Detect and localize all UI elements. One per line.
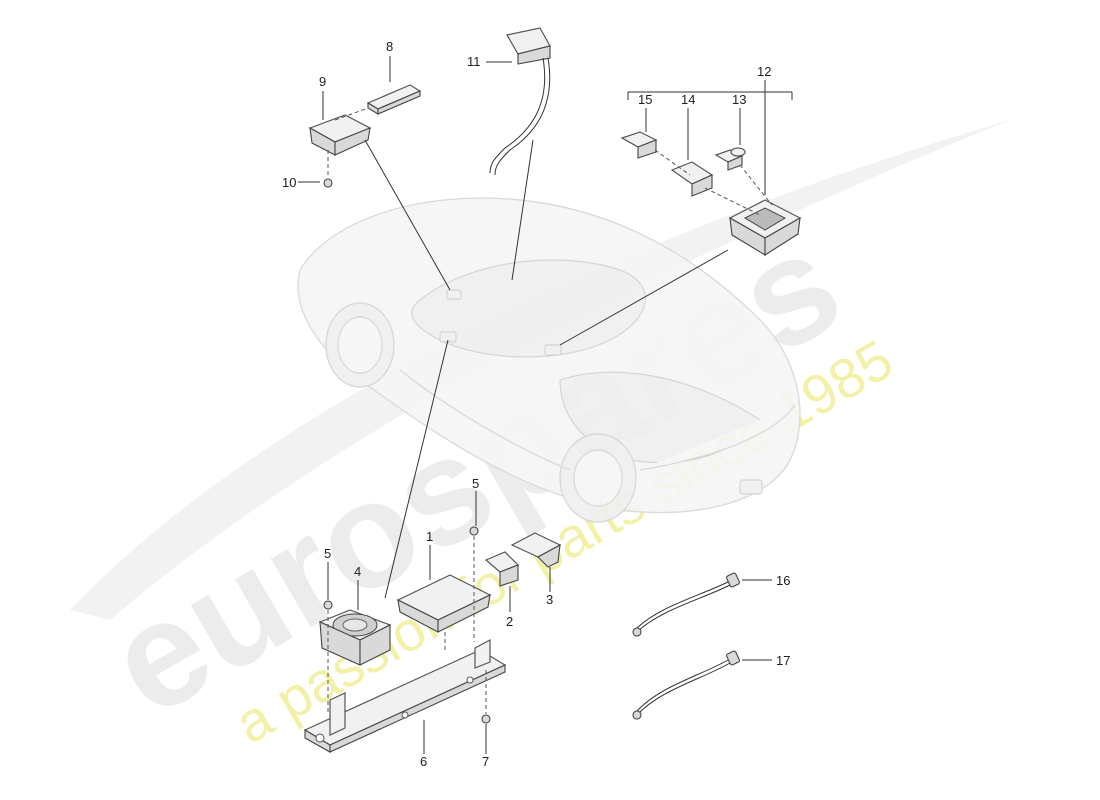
- callout-13: 13: [732, 92, 746, 107]
- part-9-bracket: [308, 107, 372, 178]
- callout-15: 15: [638, 92, 652, 107]
- part-17-cable: [632, 650, 740, 720]
- car-illustration: [297, 197, 801, 523]
- callout-3: 3: [546, 592, 553, 607]
- part-16-cable: [632, 572, 740, 637]
- callout-17: 17: [776, 653, 790, 668]
- callout-14: 14: [681, 92, 695, 107]
- part-3-bracket: [510, 532, 562, 568]
- part-12-housing: [728, 199, 802, 257]
- part-5-bolt-left: [323, 600, 333, 610]
- callout-9: 9: [319, 74, 326, 89]
- part-10-nut: [323, 178, 333, 188]
- watermark-swoosh: [70, 120, 1010, 620]
- callout-5-right: 5: [472, 476, 479, 491]
- callout-labels: 8 9 10 11 12 15 14 13 5 1 5 4 2 3 6 7 16…: [282, 39, 790, 769]
- part-6-mounting-plate: [303, 639, 507, 753]
- part-4-speaker: [318, 609, 392, 666]
- callout-8: 8: [386, 39, 393, 54]
- callout-6: 6: [420, 754, 427, 769]
- part-7-nut: [481, 714, 491, 724]
- leader-lines: [298, 56, 793, 754]
- part-5-bolt-right: [469, 526, 479, 536]
- callout-4: 4: [354, 564, 361, 579]
- part-1-control-unit: [396, 574, 492, 650]
- callout-1: 1: [426, 529, 433, 544]
- part-14-module: [670, 161, 714, 197]
- part-2-clip: [484, 551, 520, 587]
- part-15-connector: [620, 131, 658, 159]
- callout-5-left: 5: [324, 546, 331, 561]
- callout-11: 11: [467, 54, 481, 69]
- callout-7: 7: [482, 754, 489, 769]
- callout-10: 10: [282, 175, 296, 190]
- part-8-module-strip: [366, 84, 422, 115]
- part-13-plug: [714, 147, 746, 171]
- callout-2: 2: [506, 614, 513, 629]
- part-11-cable-module: [489, 27, 551, 176]
- callout-12: 12: [757, 64, 771, 79]
- callout-16: 16: [776, 573, 790, 588]
